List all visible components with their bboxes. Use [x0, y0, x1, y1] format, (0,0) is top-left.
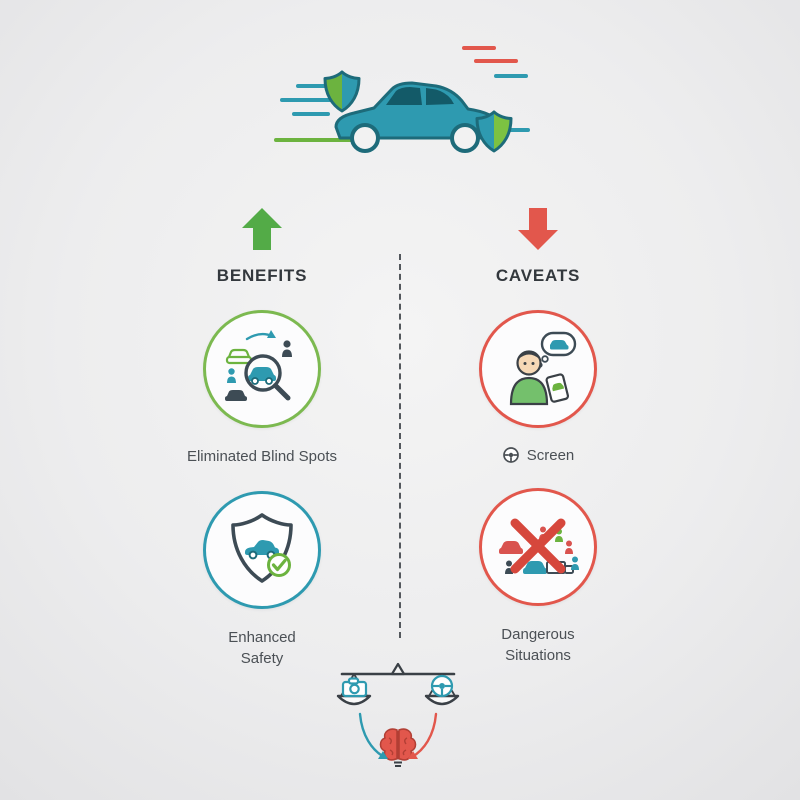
center-divider: [399, 254, 401, 638]
person-phone-icon: [509, 331, 577, 406]
car-icon: [334, 81, 500, 153]
caveats-column: CAVEATS: [426, 208, 650, 666]
cross-mark-icon: [510, 518, 566, 574]
dangerous-badge: [479, 488, 597, 606]
blind-spots-label: Eliminated Blind Spots: [186, 448, 338, 465]
car-shield-illustration: [268, 36, 532, 168]
rear-shield-icon: [323, 70, 361, 113]
caveats-title: CAVEATS: [495, 266, 581, 285]
cycle-arrows: [358, 712, 438, 759]
screen-label-row: Screen: [502, 446, 575, 464]
steering-wheel-pan-icon: [430, 674, 454, 698]
enhanced-safety-badge: [203, 491, 321, 609]
enhanced-safety-label: Enhanced Safety: [228, 629, 296, 667]
down-arrow-icon: [518, 208, 558, 250]
brain-icon: [379, 728, 417, 767]
benefits-title: BENEFITS: [216, 266, 308, 285]
camera-icon: [341, 677, 368, 698]
car-shield-svg: [274, 46, 530, 153]
balance-scale-illustration: [318, 658, 478, 782]
shield-check-icon: [231, 513, 293, 583]
crossed-traffic-icon: [499, 518, 579, 574]
dangerous-label: Dangerous Situations: [501, 626, 575, 664]
steering-wheel-icon: [502, 447, 519, 463]
screen-label: Screen: [526, 446, 575, 464]
balance-scale-svg: [336, 662, 460, 767]
blind-spots-icon: [225, 330, 292, 401]
blind-spots-badge: [203, 310, 321, 428]
up-arrow-icon: [242, 208, 282, 250]
benefits-column: BENEFITS: [150, 208, 374, 669]
screen-badge: [479, 310, 597, 428]
front-shield-icon: [475, 110, 513, 153]
